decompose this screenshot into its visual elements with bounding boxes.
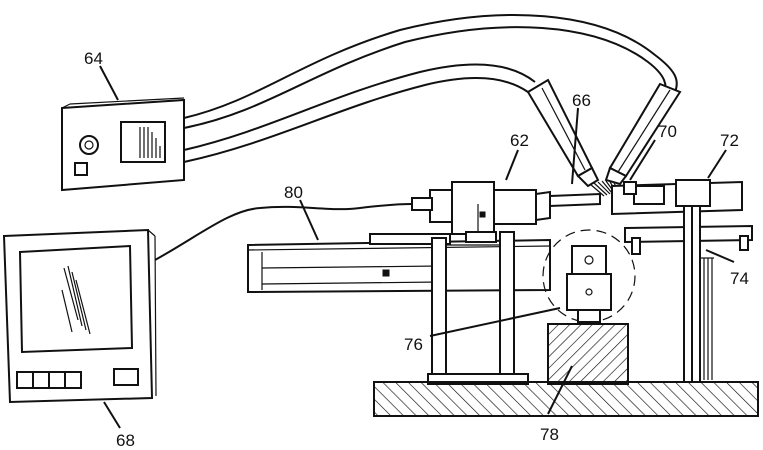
label-70: 70: [658, 122, 677, 141]
hatched-block: [548, 324, 628, 384]
label-62: 62: [510, 131, 529, 150]
label-78: 78: [540, 425, 559, 444]
label-74: 74: [730, 269, 749, 288]
label-76: 76: [404, 335, 423, 354]
cable-bundle: [184, 15, 677, 162]
monitor: [4, 230, 156, 402]
label-66: 66: [572, 91, 591, 110]
workpiece-rod: [550, 194, 600, 206]
base-plate: [374, 382, 758, 416]
label-72: 72: [720, 131, 739, 150]
control-box: [62, 98, 184, 190]
label-80: 80: [284, 183, 303, 202]
label-68: 68: [116, 431, 135, 450]
label-64: 64: [84, 49, 103, 68]
